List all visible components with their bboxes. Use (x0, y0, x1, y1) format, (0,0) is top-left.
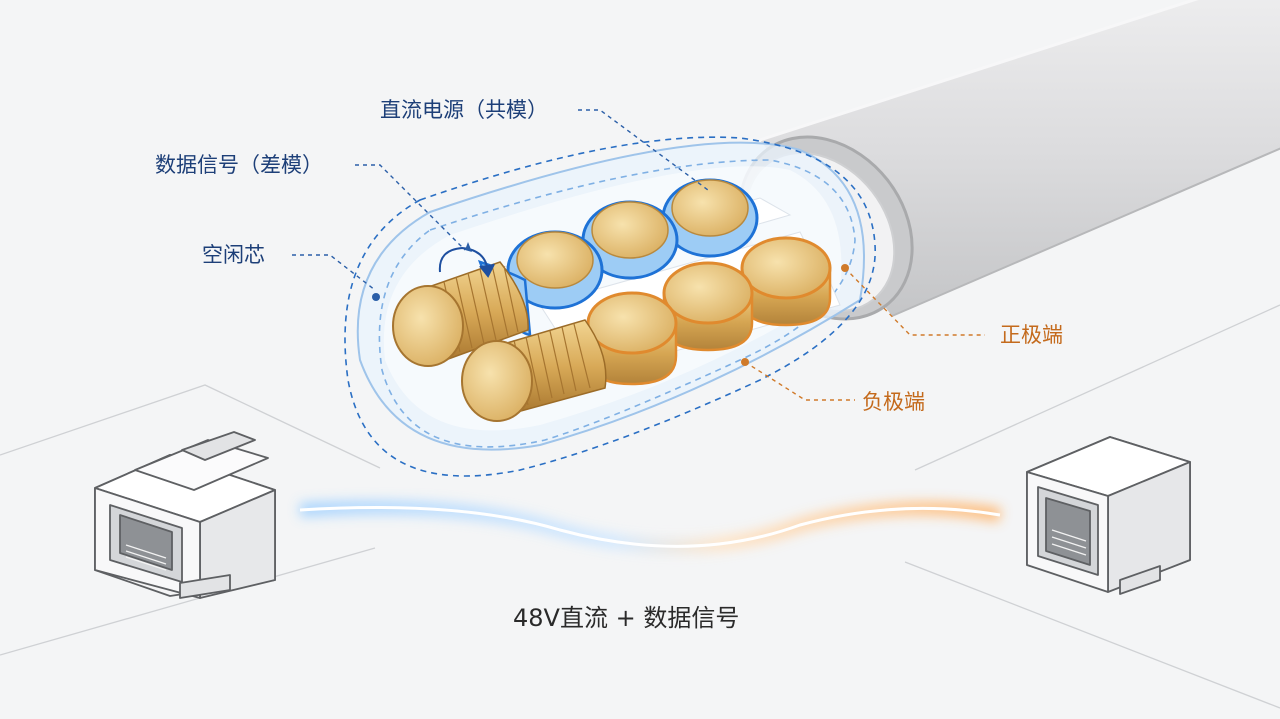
blue-conductor-1 (661, 178, 759, 258)
shield-outline (344, 136, 876, 477)
stranded-core-top (392, 261, 529, 367)
signal-wave (299, 500, 1002, 554)
stranded-core-bottom (461, 319, 607, 422)
leader-lines (292, 109, 985, 401)
label-idle-core: 空闲芯 (202, 243, 265, 267)
label-positive-terminal: 正极端 (1000, 323, 1063, 347)
rotation-arrow-icon (438, 246, 495, 278)
blue-conductors (477, 178, 759, 337)
rj45-keystone-jack-icon (94, 431, 276, 599)
rj45-coupler-icon (1026, 436, 1191, 595)
leader-endpoints (372, 242, 849, 366)
orange-conductors (586, 236, 832, 386)
floor-lines (0, 304, 1280, 709)
orange-conductor-3 (586, 291, 678, 386)
label-dc-power-common-mode: 直流电源（共模） (380, 98, 548, 122)
orange-conductor-2 (662, 261, 754, 352)
blue-conductor-2 (581, 200, 679, 280)
orange-conductor-1 (740, 236, 832, 327)
blue-conductor-3 (506, 230, 604, 310)
label-data-signal-differential: 数据信号（差模） (155, 153, 323, 177)
label-negative-terminal: 负极端 (862, 390, 925, 414)
caption-48v-dc-plus-data: 48V直流 + 数据信号 (513, 604, 740, 632)
